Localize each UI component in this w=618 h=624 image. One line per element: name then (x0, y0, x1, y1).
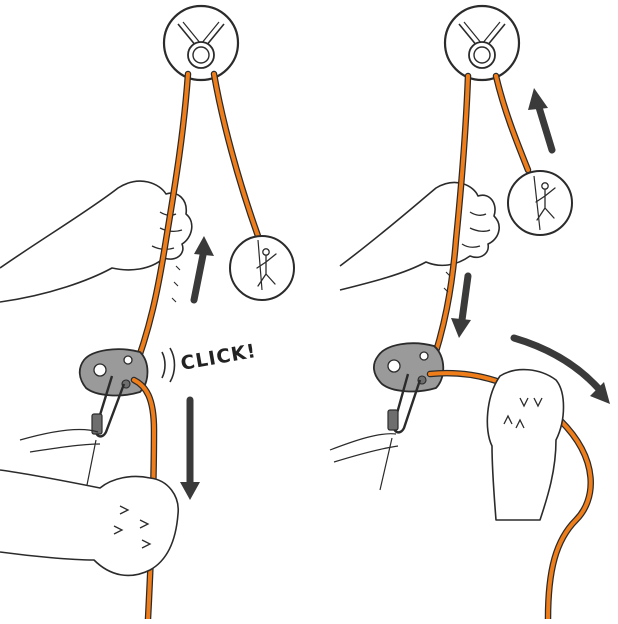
upper-hand (339, 181, 500, 291)
arrow-down-icon (451, 272, 472, 338)
arrow-down-icon (180, 396, 200, 500)
climber-icon (229, 235, 295, 301)
click-label: CLICK! (179, 340, 258, 375)
anchor-pulley-icon (162, 4, 240, 82)
right-panel (329, 4, 610, 623)
arrow-up-icon (190, 236, 214, 304)
climber-icon (507, 170, 573, 236)
arrow-up-icon (528, 88, 556, 154)
anchor-pulley-icon (443, 4, 521, 82)
arrow-curved-icon (510, 334, 610, 404)
lower-hand (486, 368, 565, 521)
click-callout: CLICK! (161, 340, 258, 383)
carabiner-icon (91, 375, 126, 438)
belay-device-icon (373, 342, 445, 393)
left-panel: CLICK! (0, 4, 295, 623)
lower-hand (0, 469, 179, 577)
belay-device-icon (78, 348, 149, 397)
carabiner-icon (387, 373, 422, 434)
